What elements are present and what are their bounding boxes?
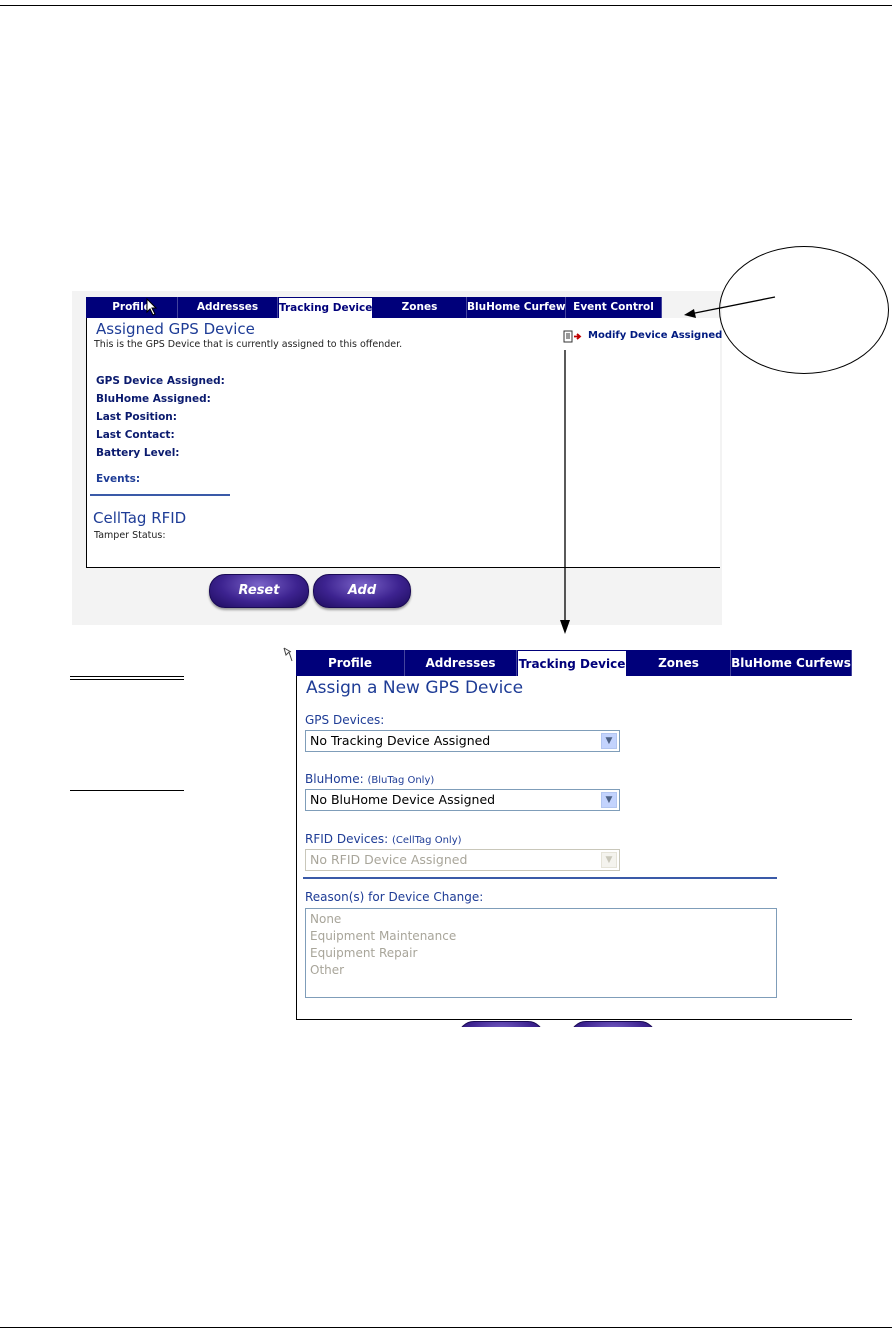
rfid-label-text: RFID Devices: [305, 832, 389, 846]
gps-devices-select[interactable]: No Tracking Device Assigned ▼ [305, 730, 620, 752]
reason-option[interactable]: Other [310, 963, 345, 977]
reason-listbox[interactable]: None Equipment Maintenance Equipment Rep… [305, 908, 777, 998]
callout-ellipse [719, 246, 889, 374]
callout-arrowhead-icon [684, 309, 696, 318]
field-last-contact: Last Contact: [96, 429, 175, 441]
add-button[interactable]: Add [313, 574, 411, 608]
bluhome-note: (BluTag Only) [367, 775, 435, 786]
tab-bluhome-curfews-2[interactable]: BluHome Curfews [731, 650, 852, 676]
partial-button-left[interactable] [458, 1021, 544, 1027]
bluhome-select[interactable]: No BluHome Device Assigned ▼ [305, 789, 620, 811]
assigned-gps-subtitle: This is the GPS Device that is currently… [94, 339, 403, 350]
gps-devices-value: No Tracking Device Assigned [310, 733, 491, 748]
rfid-value: No RFID Device Assigned [310, 852, 468, 867]
tab-addresses[interactable]: Addresses [178, 297, 278, 318]
bluhome-label-text: BluHome: [305, 772, 364, 786]
hidden-buttons-strip [458, 1021, 758, 1027]
tab-bluhome-curfews[interactable]: BluHome Curfews [467, 297, 572, 318]
modify-document-icon[interactable] [563, 330, 583, 343]
partial-button-right[interactable] [570, 1021, 656, 1027]
bluhome-value: No BluHome Device Assigned [310, 792, 496, 807]
tab-profile-2[interactable]: Profile [296, 650, 405, 676]
header-rule [0, 5, 892, 6]
tab-tracking-device-2[interactable]: Tracking Device [517, 650, 627, 676]
tab-bar-1: Profile Addresses Tracking Device Zones … [86, 297, 662, 318]
chevron-down-icon[interactable]: ▼ [601, 733, 617, 749]
reset-button[interactable]: Reset [209, 574, 309, 608]
tab-addresses-2[interactable]: Addresses [405, 650, 517, 676]
field-bluhome-assigned: BluHome Assigned: [96, 393, 211, 405]
tab-tracking-device[interactable]: Tracking Device [278, 297, 373, 318]
reason-label: Reason(s) for Device Change: [305, 890, 484, 904]
assigned-device-panel [86, 318, 720, 568]
tamper-status-label: Tamper Status: [94, 530, 166, 541]
field-battery-level: Battery Level: [96, 447, 180, 459]
assign-gps-title: Assign a New GPS Device [306, 678, 524, 698]
celltag-rfid-title: CellTag RFID [93, 509, 187, 527]
bluhome-label: BluHome: (BluTag Only) [305, 772, 434, 786]
tab-profile[interactable]: Profile [86, 297, 178, 318]
tab-zones-2[interactable]: Zones [627, 650, 731, 676]
field-gps-device-assigned: GPS Device Assigned: [96, 375, 225, 387]
section-divider-2 [303, 877, 777, 879]
reason-option[interactable]: Equipment Maintenance [310, 929, 457, 943]
footer-rule [0, 1327, 892, 1328]
left-rule-1b [70, 679, 184, 680]
mouse-cursor-icon [146, 298, 158, 316]
rfid-label: RFID Devices: (CellTag Only) [305, 832, 462, 846]
field-events: Events: [96, 473, 141, 485]
rfid-select[interactable]: No RFID Device Assigned ▼ [305, 849, 620, 871]
resize-cursor-icon [283, 647, 293, 662]
tab-bar-2: Profile Addresses Tracking Device Zones … [296, 650, 852, 676]
chevron-down-icon[interactable]: ▼ [601, 792, 617, 808]
section-divider-1 [90, 494, 230, 496]
assigned-gps-title: Assigned GPS Device [96, 320, 255, 338]
chevron-down-icon: ▼ [601, 852, 617, 868]
left-rule-1a [70, 676, 184, 677]
modify-device-link[interactable]: Modify Device Assigned [588, 330, 723, 341]
left-rule-2 [70, 790, 184, 791]
field-last-position: Last Position: [96, 411, 177, 423]
reason-option[interactable]: None [310, 912, 342, 926]
rfid-note: (CellTag Only) [392, 835, 462, 846]
gps-devices-label: GPS Devices: [305, 713, 385, 727]
reason-option[interactable]: Equipment Repair [310, 946, 418, 960]
tab-zones[interactable]: Zones [373, 297, 467, 318]
down-arrowhead-icon [560, 620, 570, 634]
tab-event-control[interactable]: Event Control [566, 297, 662, 318]
